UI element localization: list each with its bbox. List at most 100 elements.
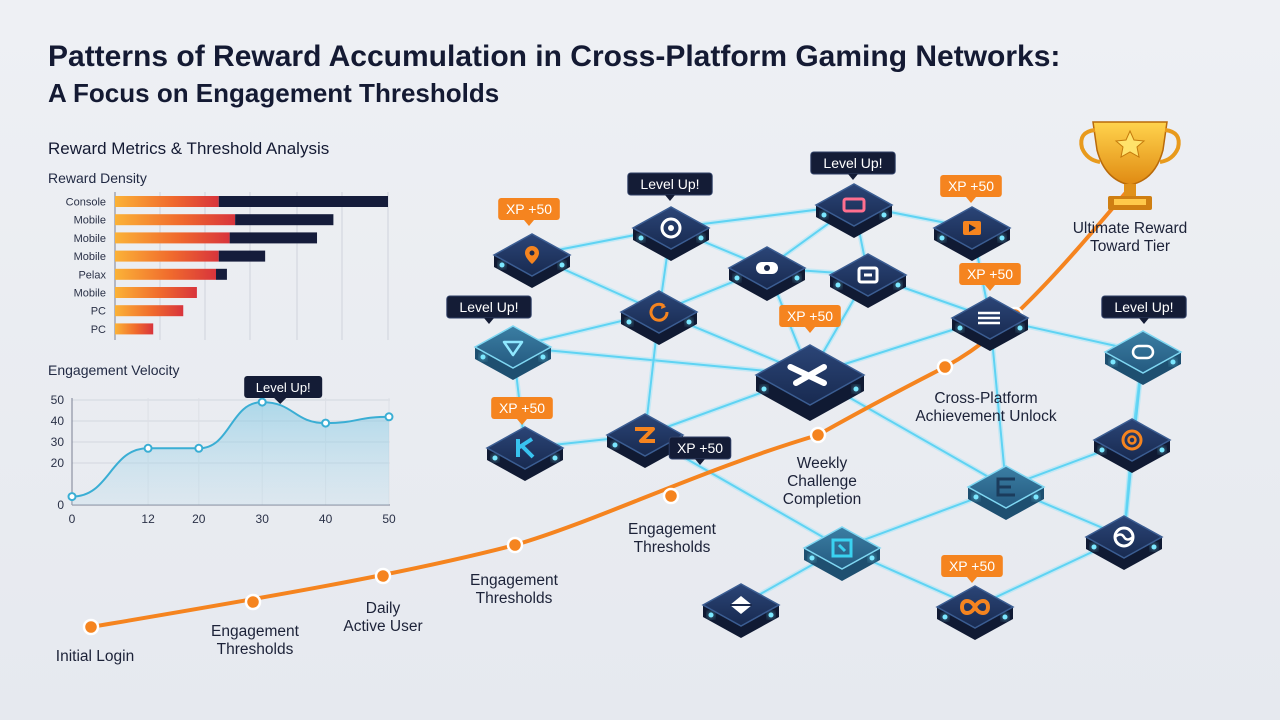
bar-segment-dark (218, 250, 266, 262)
network-node[interactable] (754, 344, 866, 421)
badge-text: XP +50 (948, 178, 994, 194)
diamond-icon (730, 596, 752, 614)
y-tick-label: 20 (51, 456, 65, 470)
milestone-dot (662, 487, 680, 505)
network-node[interactable] (631, 206, 711, 261)
node-light (686, 319, 692, 325)
node-light (1159, 447, 1165, 453)
node-light (942, 614, 948, 620)
node-light (708, 612, 714, 618)
node-light (939, 235, 945, 241)
node-side (1086, 537, 1162, 570)
network-node[interactable] (950, 296, 1030, 351)
badge-text: XP +50 (506, 201, 552, 217)
shield-icon (502, 340, 524, 357)
node-light (1170, 359, 1176, 365)
node-light (492, 455, 498, 461)
badge-text: XP +50 (949, 558, 995, 574)
node-light (499, 262, 505, 268)
network-node[interactable] (828, 253, 908, 308)
xp-badge: XP +50 (491, 397, 553, 425)
line-point (257, 397, 267, 407)
x-tick-label: 30 (256, 512, 270, 526)
milestone-dot (809, 426, 827, 444)
node-light (480, 354, 486, 360)
x-tick-label: 40 (319, 512, 333, 526)
badge-pointer (848, 174, 858, 180)
node-light (835, 282, 841, 288)
milestone-dot (244, 593, 262, 611)
bar-category-label: Pelax (78, 269, 106, 281)
badge-pointer (665, 195, 675, 201)
badge-pointer (524, 220, 534, 226)
node-light (698, 235, 704, 241)
annotation-box (244, 376, 323, 398)
network-node[interactable] (932, 206, 1012, 261)
network-node[interactable] (814, 183, 894, 238)
milestone-dot (374, 567, 392, 585)
infinity-icon (959, 599, 991, 615)
bar-category-label: Mobile (74, 233, 106, 245)
node-light (869, 555, 875, 561)
line-point (321, 418, 331, 428)
node-light (552, 455, 558, 461)
node-light (540, 354, 546, 360)
node-light (895, 282, 901, 288)
controller-round-icon (1131, 344, 1155, 360)
node-light (821, 212, 827, 218)
square-grid-icon (831, 538, 853, 558)
network-node[interactable] (1084, 515, 1164, 570)
square-logo-icon (857, 266, 879, 284)
x-tick-label: 0 (69, 512, 76, 526)
xp-badge: XP +50 (941, 555, 1003, 583)
network-node[interactable] (1103, 330, 1183, 385)
xp-badge: XP +50 (498, 198, 560, 226)
network-node[interactable] (492, 233, 572, 288)
badge-text: XP +50 (967, 266, 1013, 282)
badge-pointer (517, 419, 527, 425)
network-node[interactable] (966, 465, 1046, 520)
network-node[interactable] (1092, 418, 1172, 473)
crossed-swords-icon (787, 364, 827, 386)
line-point (384, 412, 394, 422)
node-light (1099, 447, 1105, 453)
badge-text: Level Up! (640, 176, 699, 192)
letter-e-icon (996, 477, 1015, 497)
node-light (973, 494, 979, 500)
node-top (1092, 418, 1172, 462)
node-light (559, 262, 565, 268)
node-light (809, 555, 815, 561)
badge-pointer (966, 197, 976, 203)
node-side (475, 347, 551, 380)
node-side (830, 275, 906, 308)
level-up-annotation: Level Up! (244, 376, 323, 404)
network-node[interactable] (619, 290, 699, 345)
node-side (937, 607, 1013, 640)
node-light (1110, 359, 1116, 365)
screen-icon (842, 197, 866, 213)
badge-pointer (985, 285, 995, 291)
network-node[interactable] (701, 583, 781, 638)
network-node[interactable] (485, 426, 565, 481)
node-light (734, 275, 740, 281)
network-node[interactable] (727, 246, 807, 301)
node-top (619, 290, 699, 334)
network-node[interactable] (473, 325, 553, 380)
network-node[interactable] (802, 526, 882, 581)
bar-category-label: Mobile (74, 288, 106, 300)
badge-box (940, 175, 1002, 197)
y-tick-label: 30 (51, 435, 65, 449)
bar-segment-dark (218, 196, 388, 207)
network-node[interactable] (935, 585, 1015, 640)
bar-category-label: PC (91, 306, 106, 318)
node-light (853, 386, 859, 392)
bar-segment-dark (235, 214, 334, 226)
level-up-badge: Level Up! (1101, 295, 1187, 324)
network-node[interactable] (605, 413, 685, 468)
xp-badge: XP +50 (668, 436, 732, 465)
node-light (794, 275, 800, 281)
